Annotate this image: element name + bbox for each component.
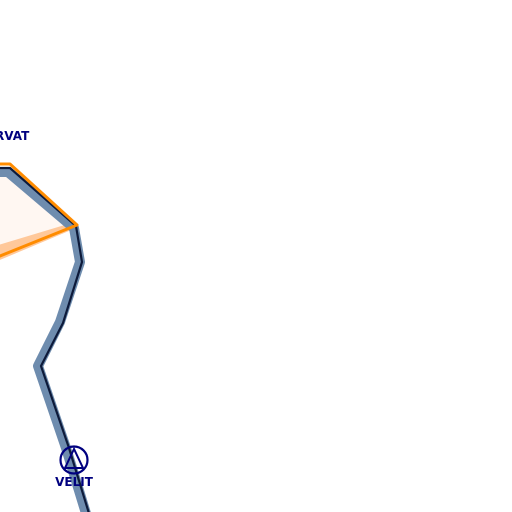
waypoint-label-velit[interactable]: VELIT xyxy=(55,475,94,489)
waypoint-label-rvat[interactable]: RVAT xyxy=(0,129,30,143)
boundary-line-casing xyxy=(0,167,91,512)
airspace-area[interactable] xyxy=(0,168,76,262)
waypoint-velit-icon[interactable] xyxy=(59,445,89,475)
airspace-outline[interactable] xyxy=(0,162,79,258)
boundary-line[interactable] xyxy=(0,166,91,512)
